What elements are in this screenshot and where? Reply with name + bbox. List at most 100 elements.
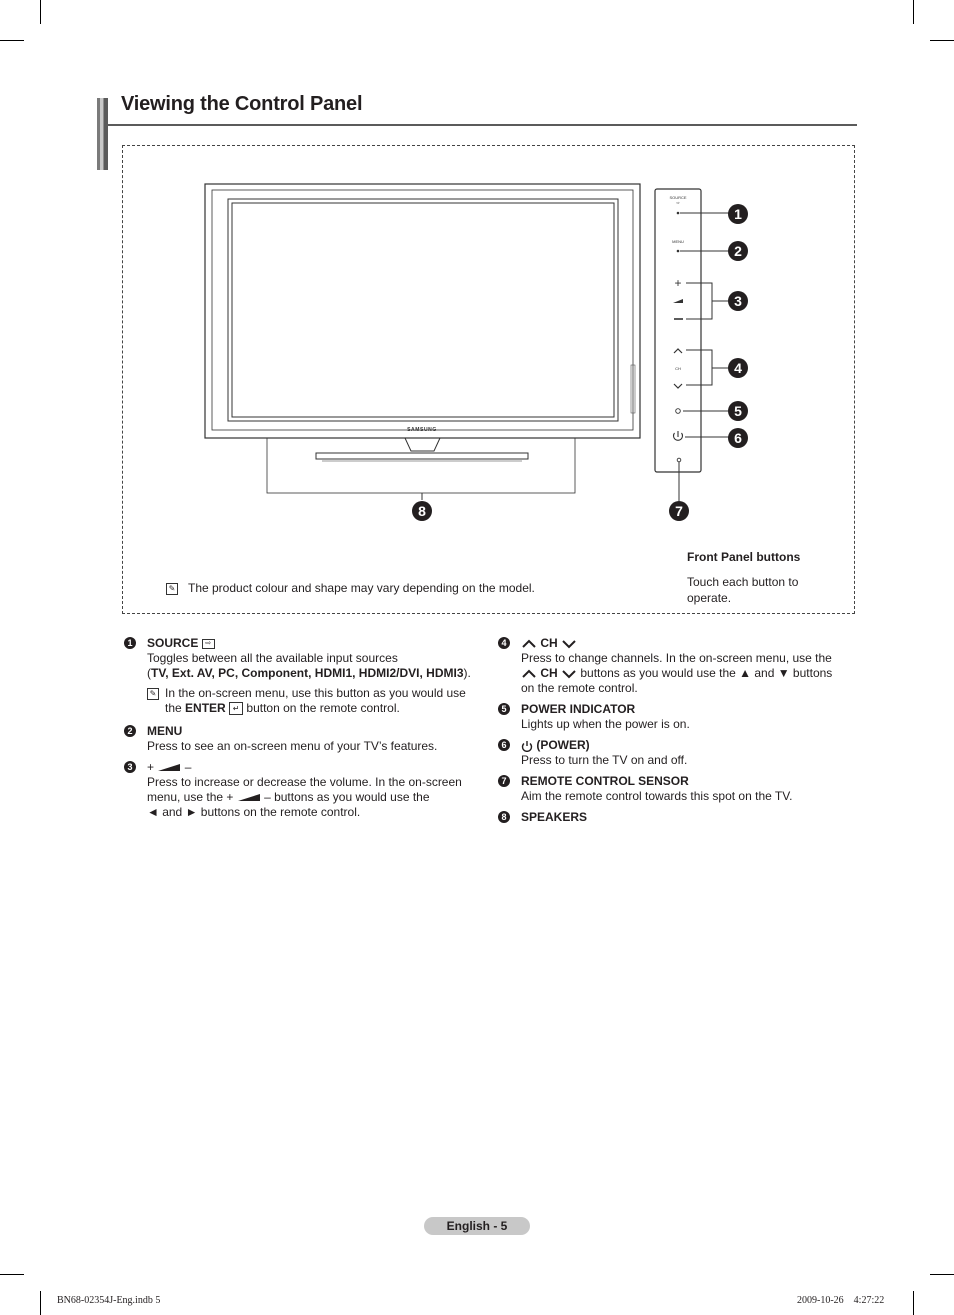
crop-mark <box>930 40 954 41</box>
volume-icon <box>158 764 181 772</box>
source-list: TV, Ext. AV, PC, Component, HDMI1, HDMI2… <box>151 666 464 680</box>
right-column: 4 CH Press to change channels. In the on… <box>498 636 848 831</box>
item-title: SPEAKERS <box>521 810 588 824</box>
item-ch: 4 CH Press to change channels. In the on… <box>498 636 848 696</box>
speaker-area <box>266 437 576 494</box>
item-power-indicator: 5 POWER INDICATOR Lights up when the pow… <box>498 702 848 732</box>
crop-mark <box>930 1274 954 1275</box>
volume-up-button: + <box>674 276 681 290</box>
crop-mark <box>913 1291 914 1315</box>
tv-screen <box>231 202 615 418</box>
callout-2 <box>728 241 748 261</box>
crop-mark <box>40 1291 41 1315</box>
callout-1 <box>728 204 748 224</box>
tv-screen-outer <box>227 198 619 422</box>
ch-up-icon <box>522 669 536 678</box>
svg-text:4: 4 <box>734 360 742 376</box>
callout-6 <box>728 428 748 448</box>
power-button-icon <box>672 432 684 441</box>
enter-label: ENTER <box>185 701 226 715</box>
header-accent-bar <box>104 98 108 170</box>
crop-mark <box>913 0 914 24</box>
svg-text:8: 8 <box>418 503 426 519</box>
header-rule <box>108 124 857 126</box>
item-remote-sensor: 7 REMOTE CONTROL SENSOR Aim the remote c… <box>498 774 848 804</box>
svg-text:2: 2 <box>734 243 742 259</box>
panel-ch-label: CH <box>675 366 681 371</box>
ch-down-icon <box>562 640 576 649</box>
callout-4 <box>728 358 748 378</box>
item-desc: Aim the remote control towards this spot… <box>521 789 793 803</box>
svg-text:5: 5 <box>734 403 742 419</box>
callout-5 <box>728 401 748 421</box>
control-panel-figure <box>122 145 855 614</box>
front-panel-text: Touch each button to operate. <box>687 575 799 605</box>
svg-text:3: 3 <box>734 293 742 309</box>
item-speakers: 8 SPEAKERS <box>498 810 848 825</box>
item-desc: Press to turn the TV on and off. <box>521 753 688 767</box>
panel-source-sublabel: ⇨ <box>676 200 680 205</box>
power-icon <box>521 740 533 752</box>
crop-mark <box>40 0 41 24</box>
source-button <box>676 211 680 215</box>
item-volume: 3 + – Press to increase or decrease the … <box>124 760 484 820</box>
power-indicator <box>675 408 681 414</box>
item-number: 1 <box>124 637 136 649</box>
header-accent-bar <box>97 98 107 170</box>
volume-icon <box>237 794 260 802</box>
menu-button <box>676 249 680 253</box>
callout-7 <box>669 501 689 521</box>
crop-mark <box>0 1274 24 1275</box>
item-menu: 2 MENU Press to see an on-screen menu of… <box>124 724 484 754</box>
left-column: 1 SOURCE ⇨ Toggles between all the avail… <box>124 636 484 826</box>
item-desc: Toggles between all the available input … <box>147 651 398 665</box>
item-number: 6 <box>498 739 510 751</box>
item-title: (POWER) <box>536 738 590 752</box>
item-title: REMOTE CONTROL SENSOR <box>521 774 689 788</box>
remote-sensor <box>676 457 682 463</box>
callout-3 <box>728 291 748 311</box>
callout-8 <box>412 501 432 521</box>
item-number: 8 <box>498 811 510 823</box>
ch-up-icon <box>522 639 536 648</box>
tv-frame <box>204 183 641 439</box>
item-number: 3 <box>124 761 136 773</box>
footer-timestamp: 2009-10-26 4:27:22 <box>797 1295 885 1306</box>
crop-mark <box>0 40 24 41</box>
item-desc: Lights up when the power is on. <box>521 717 690 731</box>
item-number: 5 <box>498 703 510 715</box>
stand-neck <box>404 437 441 452</box>
note-icon: ✎ <box>147 688 159 700</box>
item-title: CH <box>540 636 558 650</box>
ch-down-button <box>673 383 683 389</box>
svg-text:6: 6 <box>734 430 742 446</box>
svg-text:7: 7 <box>675 503 683 519</box>
tv-illustration: SAMSUNG SOURCE ⇨ MENU + CH 1 2 3 4 5 <box>204 183 748 521</box>
enter-icon: ↵ <box>229 702 244 716</box>
tv-bezel-inner <box>211 189 634 431</box>
side-control-strip <box>630 364 636 414</box>
source-icon: ⇨ <box>201 638 215 649</box>
brand-logo: SAMSUNG <box>407 427 437 433</box>
footer-file: BN68-02354J-Eng.indb 5 <box>57 1295 161 1306</box>
item-number: 7 <box>498 775 510 787</box>
item-title: POWER INDICATOR <box>521 702 636 716</box>
svg-text:1: 1 <box>734 206 742 222</box>
page-number-badge: English - 5 <box>424 1217 530 1235</box>
front-panel-title: Front Panel buttons <box>687 550 801 564</box>
figure-note: ✎The product colour and shape may vary d… <box>166 581 535 595</box>
page-title: Viewing the Control Panel <box>121 93 363 115</box>
volume-icon <box>673 299 683 303</box>
note-icon: ✎ <box>166 582 178 595</box>
panel-source-label: SOURCE <box>669 195 686 200</box>
item-power: 6 (POWER) Press to turn the TV on and of… <box>498 738 848 768</box>
item-title: SOURCE <box>147 636 199 650</box>
front-panel <box>654 188 702 473</box>
item-desc: Press to see an on-screen menu of your T… <box>147 739 438 753</box>
ch-up-button <box>673 348 683 354</box>
item-note: ✎ In the on-screen menu, use this button… <box>147 686 484 716</box>
stand-base <box>315 452 529 460</box>
item-title: MENU <box>147 724 183 738</box>
ch-down-icon <box>562 670 576 679</box>
panel-menu-label: MENU <box>672 239 684 244</box>
